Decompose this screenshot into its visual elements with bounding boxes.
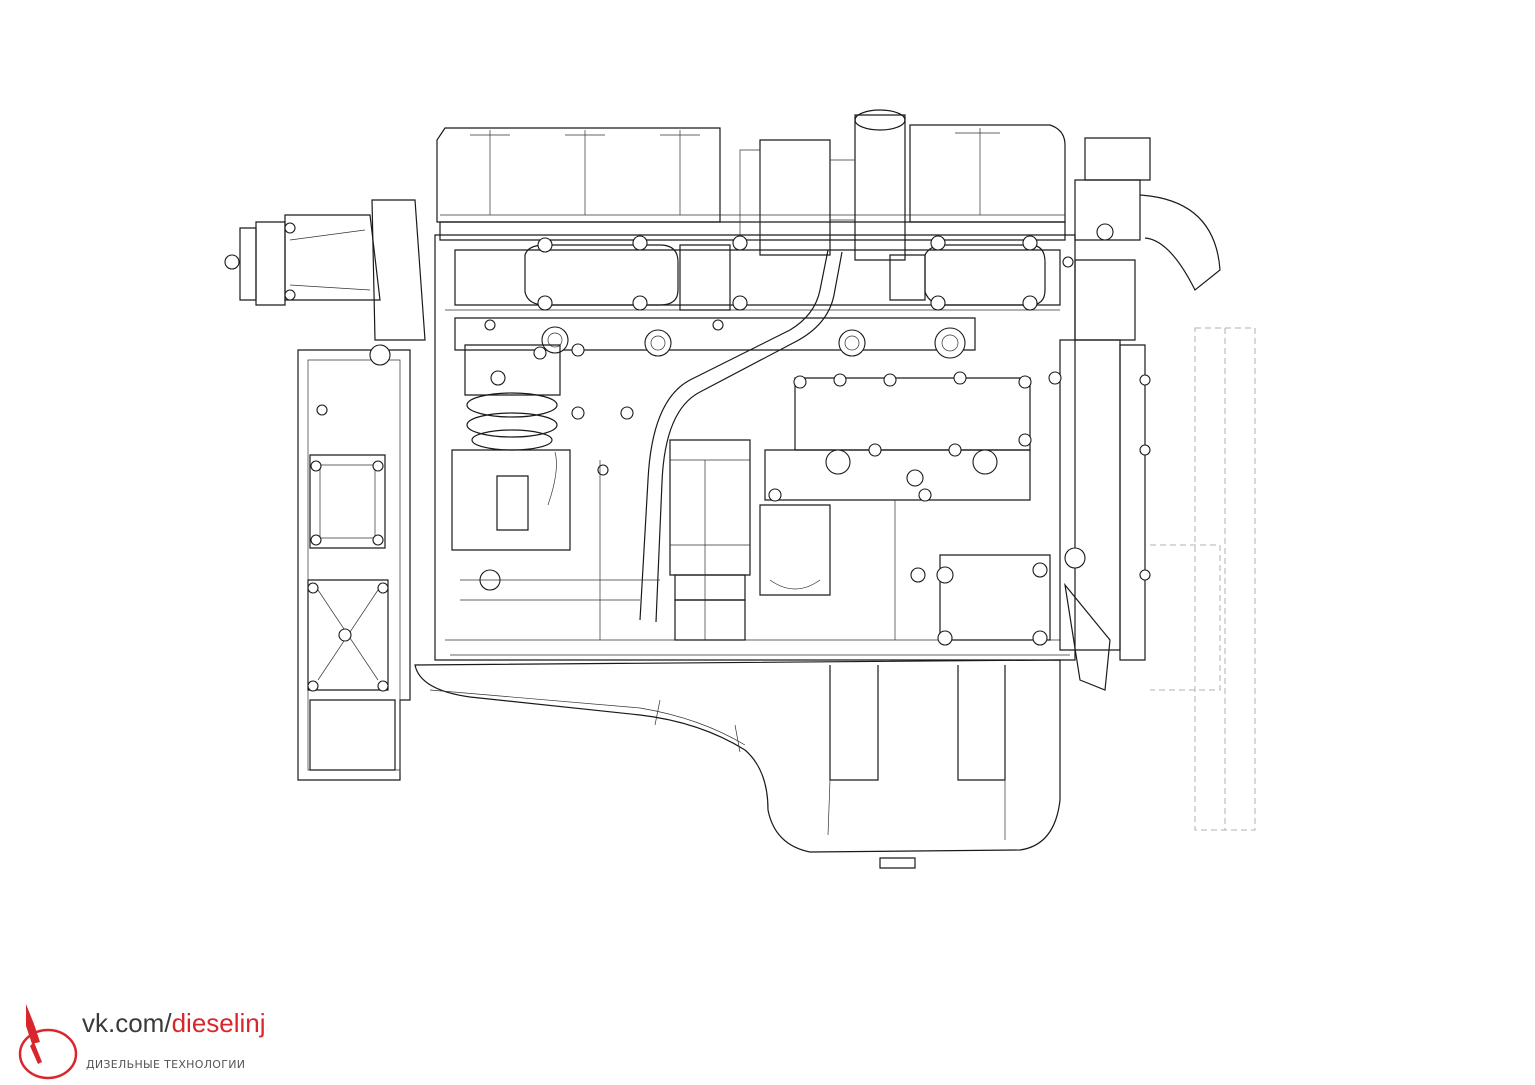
oil-filter	[669, 439, 751, 601]
air-compressor	[451, 343, 585, 551]
front-end-accessories	[1048, 137, 1221, 691]
watermark-domain: vk.com/	[82, 1008, 172, 1038]
watermark-tagline: ДИЗЕЛЬНЫЕ ТЕХНОЛОГИИ	[86, 1058, 246, 1071]
injector-ports	[454, 317, 976, 359]
intake-manifold	[764, 371, 1032, 502]
valve-covers	[436, 124, 1066, 241]
block-lower-details	[460, 406, 1051, 646]
cylinder-block	[434, 234, 1076, 661]
watermark-url: vk.com/dieselinj	[82, 1008, 266, 1039]
injector-nozzle-logo-icon	[18, 1004, 78, 1080]
turbocharger	[739, 109, 906, 261]
watermark-handle: dieselinj	[171, 1008, 266, 1038]
manifold-bolts	[524, 235, 1046, 311]
intake-pipe	[639, 249, 843, 623]
oil-pan	[414, 659, 1061, 869]
pto-pulley	[224, 199, 426, 341]
watermark-logo	[18, 1004, 78, 1080]
flywheel-housing	[297, 344, 411, 781]
fan-outline-dashed	[1150, 327, 1256, 831]
